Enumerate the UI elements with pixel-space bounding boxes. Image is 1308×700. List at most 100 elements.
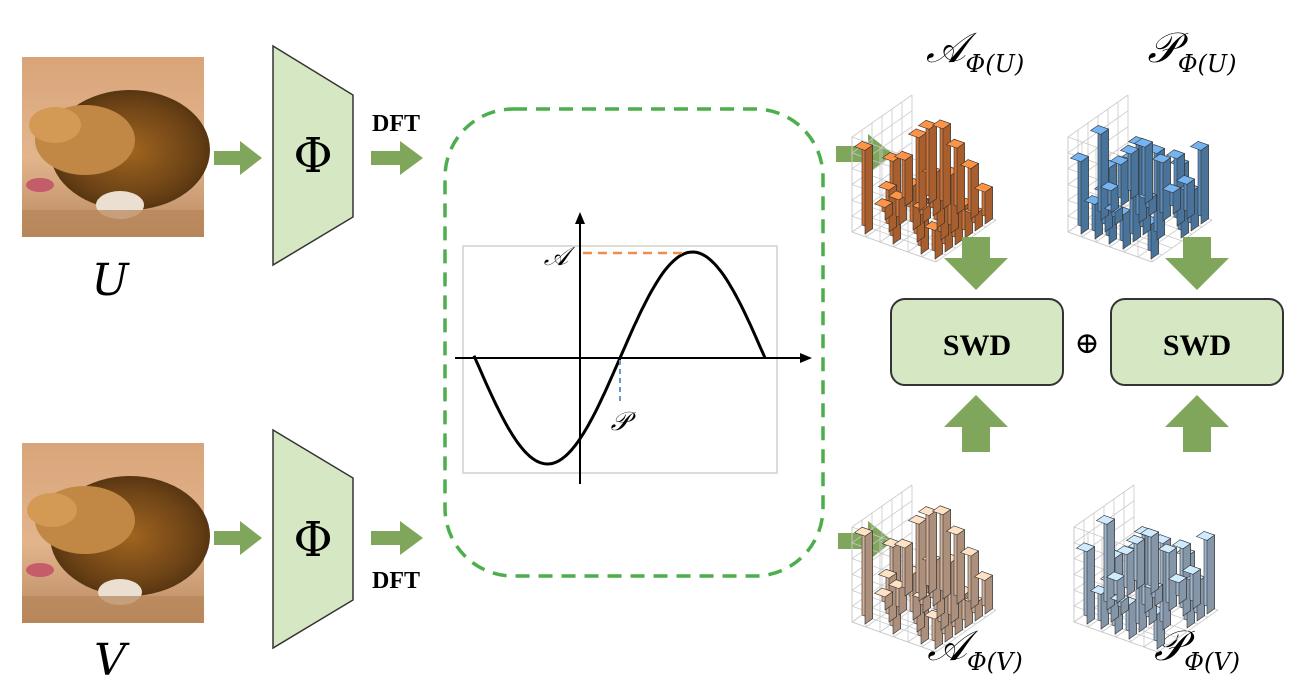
swd-box-phase: SWD — [1110, 298, 1284, 386]
bar-top-face — [873, 198, 894, 208]
bar-top-face — [853, 526, 874, 537]
bar-side-face — [984, 186, 993, 225]
input-image-u — [22, 57, 210, 237]
bar-top-face — [1099, 181, 1120, 192]
bar-top-face — [1109, 155, 1130, 166]
bar-top-face — [959, 546, 980, 557]
swd-box-amplitude: SWD — [890, 298, 1064, 386]
bar-side-face — [1150, 531, 1159, 595]
bar-top-face — [945, 525, 966, 536]
encoder-bottom: Φ — [272, 428, 354, 650]
bar-top-face — [1089, 125, 1110, 135]
combine-oplus: ⊕ — [1074, 326, 1099, 361]
bar-top-face — [1125, 534, 1146, 545]
bar-side-face — [1130, 148, 1139, 200]
bar-top-face — [1171, 539, 1192, 550]
bar-top-face — [1181, 565, 1202, 575]
swd-label-phase: SWD — [1163, 329, 1231, 362]
bar-side-face — [970, 550, 979, 610]
bar-side-face — [956, 142, 965, 215]
bar-top-face — [1161, 183, 1182, 194]
bar-side-face — [1136, 538, 1145, 590]
bar-top-face — [1119, 144, 1140, 155]
bar-side-face — [1206, 534, 1215, 615]
bar-top-face — [1189, 141, 1210, 151]
bar-top-face — [1175, 175, 1196, 185]
bar-side-face — [970, 162, 979, 220]
bar-side-face — [984, 574, 993, 615]
plot-bars — [853, 119, 994, 260]
bar-top-face — [873, 587, 894, 598]
plot-bars — [853, 505, 994, 650]
bar-side-face — [942, 123, 951, 210]
bar-top-face — [893, 150, 914, 161]
bar-top-face — [1105, 571, 1126, 582]
bar-side-face — [1122, 209, 1131, 250]
bar-top-face — [1195, 531, 1216, 541]
bar-top-face — [1165, 149, 1186, 160]
bar-side-face — [904, 154, 913, 207]
bar-top-face — [1133, 137, 1154, 148]
arrow-dft-bottom — [371, 521, 423, 555]
plot-bars — [1075, 514, 1216, 650]
wave-plot: 𝒜 𝒫 — [455, 212, 812, 484]
bar-side-face — [1086, 546, 1095, 625]
bar-side-face — [864, 144, 873, 235]
bar-top-face — [1069, 152, 1090, 163]
bar-side-face — [956, 529, 965, 605]
bar-side-face — [1120, 158, 1129, 207]
bar-top-face — [945, 138, 966, 149]
bar-side-face — [1080, 156, 1089, 235]
arrow-amp-u-to-swd — [944, 237, 1008, 290]
title-phase-v: 𝒫Φ(V) — [1154, 621, 1240, 676]
title-phase-u: 𝒫Φ(U) — [1148, 23, 1237, 78]
bar-side-face — [1128, 599, 1137, 640]
bar-top-face — [1115, 545, 1136, 556]
bar-top-face — [877, 180, 898, 191]
swd-label-amplitude: SWD — [943, 329, 1011, 362]
title-amplitude-u: 𝒜Φ(U) — [926, 23, 1024, 78]
bar-top-face — [931, 119, 952, 130]
encoder-symbol-top: Φ — [293, 128, 332, 184]
phase-spectrum-u — [1067, 94, 1213, 263]
bar-top-face — [877, 568, 898, 579]
arrow-dft-top — [371, 141, 423, 175]
input-image-v — [22, 443, 210, 623]
encoder-symbol-bottom: Φ — [293, 512, 332, 568]
dft-decomposition-box — [443, 107, 825, 578]
bar-top-face — [1095, 515, 1116, 525]
bar-top-face — [1167, 573, 1188, 584]
input-label-v: V — [94, 635, 130, 686]
arrow-phase-v-to-swd — [1165, 395, 1229, 452]
input-label-u: U — [91, 255, 130, 306]
bar-side-face — [1186, 178, 1195, 220]
bar-top-face — [973, 182, 994, 193]
bar-top-face — [1139, 527, 1160, 538]
arrow-amp-v-to-swd — [944, 395, 1008, 452]
amplitude-spectrum-v — [851, 484, 997, 653]
bar-top-face — [959, 159, 980, 169]
dft-label-top: DFT — [372, 111, 420, 137]
bar-top-face — [893, 538, 914, 549]
bar-side-face — [1126, 548, 1135, 597]
phase-spectrum-v — [1073, 484, 1219, 653]
sine-wave — [472, 250, 767, 466]
bar-top-face — [1075, 542, 1096, 553]
bar-top-face — [917, 506, 938, 516]
bar-top-face — [973, 571, 994, 581]
bar-top-face — [931, 505, 952, 516]
arrow-u-to-encoder — [214, 141, 262, 175]
bar-side-face — [1200, 144, 1209, 225]
arrow-v-to-encoder — [214, 521, 262, 555]
bar-top-face — [907, 514, 928, 525]
bar-top-face — [853, 141, 874, 151]
encoder-top: Φ — [272, 44, 354, 267]
bar-top-face — [1157, 543, 1178, 554]
bar-side-face — [928, 509, 937, 595]
amplitude-spectrum-u — [851, 94, 997, 263]
bar-side-face — [928, 123, 937, 205]
bar-top-face — [907, 128, 928, 139]
dft-label-bottom: DFT — [372, 568, 420, 594]
arrow-phase-u-to-swd — [1165, 237, 1229, 290]
